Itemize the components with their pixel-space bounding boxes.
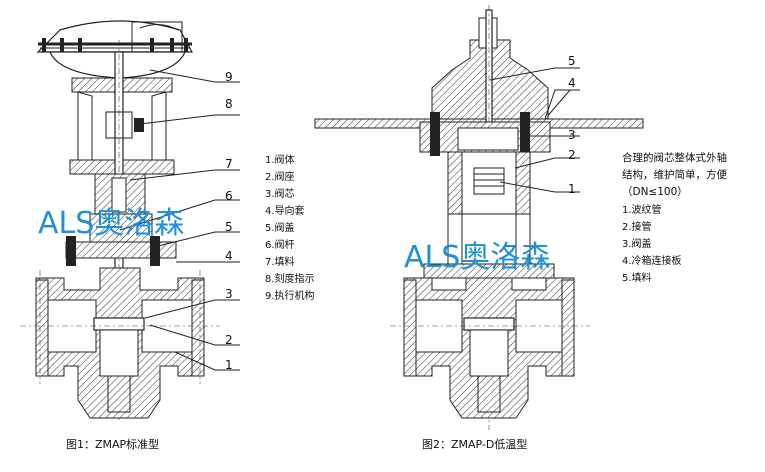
fig1-legend-item: 6.阀杆 (265, 240, 295, 251)
fig1-callout-5: 5 (225, 220, 233, 234)
fig2-description-line: （DN≤100） (622, 186, 688, 198)
fig1-legend-item: 1.阀体 (265, 155, 295, 166)
fig1-callout-1: 1 (225, 358, 233, 372)
fig2-bellows (473, 167, 505, 195)
fig1-callout-6: 6 (225, 189, 233, 203)
fig1-leader-lines (119, 69, 240, 371)
fig1-callout-8: 8 (225, 97, 233, 111)
fig2-callout-3: 3 (568, 128, 576, 142)
fig2-description-line: 合理的阀芯整体式外轴 (622, 152, 727, 164)
fig1-callout-3: 3 (225, 287, 233, 301)
watermark-right: ALS奥洛森 (404, 240, 551, 275)
fig1-legend: 1.阀体 2.阀座 3.阀芯 4.导向套 5.阀盖 6.阀杆 7.填料 8.刻度… (265, 152, 315, 305)
fig2-callout-4: 4 (568, 76, 576, 90)
fig1-callout-9: 9 (225, 70, 233, 84)
fig2-leader-lines (489, 67, 580, 193)
fig2-description: 合理的阀芯整体式外轴 结构，维护简单，方便 （DN≤100） (622, 150, 727, 201)
fig1-legend-item: 4.导向套 (265, 206, 305, 217)
fig2-legend-item: 5.填料 (622, 273, 652, 284)
fig2-caption: 图2：ZMAP-D低温型 (422, 438, 528, 451)
fig1-callout-2: 2 (225, 333, 233, 347)
fig2-legend-item: 3.阀盖 (622, 239, 652, 250)
fig1-legend-item: 5.阀盖 (265, 223, 295, 234)
watermark-left: ALS奥洛森 (38, 206, 185, 241)
fig2-callout-5: 5 (568, 54, 576, 68)
fig2-description-line: 结构，维护简单，方便 (622, 169, 727, 181)
fig1-callout-4: 4 (225, 249, 233, 263)
fig1-legend-item: 3.阀芯 (265, 189, 295, 200)
fig1-legend-item: 8.刻度指示 (265, 274, 315, 285)
fig1-callout-7: 7 (225, 157, 233, 171)
fig1-caption: 图1：ZMAP标准型 (66, 438, 160, 451)
fig1-actuator-bolts (38, 38, 192, 52)
fig2-plug (463, 317, 515, 331)
fig2-drawing (314, 5, 644, 430)
fig1-plug (93, 317, 145, 331)
fig2-legend-item: 1.波纹管 (622, 205, 662, 216)
fig1-legend-item: 7.填料 (265, 257, 295, 268)
fig1-legend-item: 2.阀座 (265, 172, 295, 183)
fig2-callout-2: 2 (568, 148, 576, 162)
fig1-legend-item: 9.执行机构 (265, 291, 315, 302)
fig2-callout-1: 1 (568, 182, 576, 196)
fig2-legend-item: 4.冷箱连接板 (622, 256, 682, 267)
fig2-legend: 1.波纹管 2.接管 3.阀盖 4.冷箱连接板 5.填料 (622, 202, 682, 287)
fig2-legend-item: 2.接管 (622, 222, 652, 233)
